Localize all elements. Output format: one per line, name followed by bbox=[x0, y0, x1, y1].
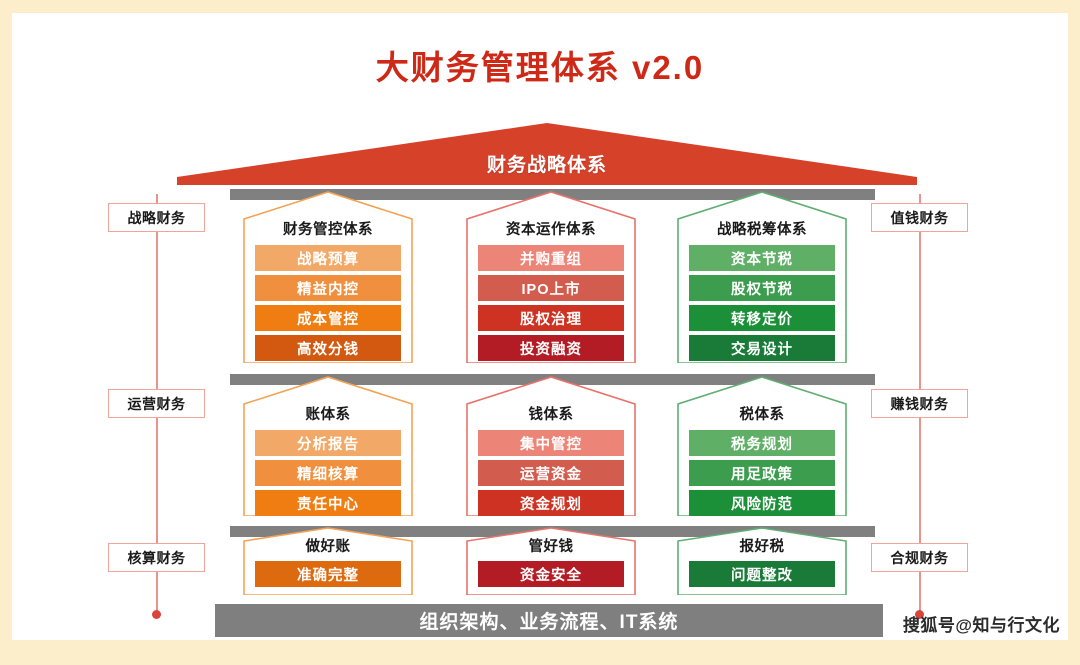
pillar-item[interactable]: 成本管控 bbox=[255, 305, 401, 331]
pillar-item[interactable]: 运营资金 bbox=[478, 460, 624, 486]
pillar-item[interactable]: 高效分钱 bbox=[255, 335, 401, 361]
sidebox-left-0[interactable]: 战略财务 bbox=[108, 203, 205, 232]
pillar-items: 并购重组 IPO上市 股权治理 投资融资 bbox=[478, 245, 624, 361]
pillar-item[interactable]: 并购重组 bbox=[478, 245, 624, 271]
roof-triangle-icon bbox=[177, 123, 917, 185]
left-connector-dot bbox=[152, 610, 161, 619]
pillar-title: 管好钱 bbox=[528, 539, 574, 555]
pillar-item[interactable]: 准确完整 bbox=[255, 561, 401, 587]
pillar-title: 报好税 bbox=[739, 539, 785, 555]
pillar-items: 准确完整 bbox=[255, 561, 401, 587]
pillar-title: 账体系 bbox=[305, 407, 351, 423]
sidebox-label: 赚钱财务 bbox=[890, 395, 949, 412]
sidebox-label: 战略财务 bbox=[127, 209, 186, 226]
pillar-title: 税体系 bbox=[739, 407, 785, 423]
pillar-title: 资本运作体系 bbox=[506, 222, 596, 238]
pillar-item[interactable]: 转移定价 bbox=[689, 305, 835, 331]
pillar-items: 问题整改 bbox=[689, 561, 835, 587]
pillar-items: 资本节税 股权节税 转移定价 交易设计 bbox=[689, 245, 835, 361]
pillar-item[interactable]: 资金安全 bbox=[478, 561, 624, 587]
pillar-2-0[interactable]: 做好账 准确完整 bbox=[243, 527, 413, 595]
sidebox-label: 核算财务 bbox=[127, 549, 186, 566]
pillar-item[interactable]: 风险防范 bbox=[689, 490, 835, 516]
pillar-item[interactable]: 投资融资 bbox=[478, 335, 624, 361]
pillar-item[interactable]: 股权治理 bbox=[478, 305, 624, 331]
pillar-1-2[interactable]: 税体系 税务规划 用足政策 风险防范 bbox=[677, 376, 847, 516]
pillar-0-0[interactable]: 财务管控体系 战略预算 精益内控 成本管控 高效分钱 bbox=[243, 191, 413, 363]
sidebox-label: 运营财务 bbox=[127, 395, 186, 412]
pillar-item[interactable]: 责任中心 bbox=[255, 490, 401, 516]
sidebox-right-0[interactable]: 值钱财务 bbox=[871, 203, 968, 232]
pillar-1-0[interactable]: 账体系 分析报告 精细核算 责任中心 bbox=[243, 376, 413, 516]
right-connector-dot bbox=[915, 610, 924, 619]
sidebox-label: 合规财务 bbox=[890, 549, 949, 566]
sidebox-left-2[interactable]: 核算财务 bbox=[108, 543, 205, 572]
pillar-item[interactable]: 税务规划 bbox=[689, 430, 835, 456]
roof-shape: 财务战略体系 bbox=[177, 123, 917, 185]
pillar-title: 战略税筹体系 bbox=[717, 222, 807, 238]
pillar-item[interactable]: 精细核算 bbox=[255, 460, 401, 486]
pillar-item[interactable]: 资本节税 bbox=[689, 245, 835, 271]
sidebox-right-1[interactable]: 赚钱财务 bbox=[871, 389, 968, 418]
pillar-items: 资金安全 bbox=[478, 561, 624, 587]
roof-label: 财务战略体系 bbox=[486, 155, 607, 176]
pillar-title: 做好账 bbox=[305, 539, 351, 555]
pillar-2-2[interactable]: 报好税 问题整改 bbox=[677, 527, 847, 595]
pillar-1-1[interactable]: 钱体系 集中管控 运营资金 资金规划 bbox=[466, 376, 636, 516]
pillar-title: 钱体系 bbox=[528, 407, 574, 423]
pillar-item[interactable]: 战略预算 bbox=[255, 245, 401, 271]
foundation-label: 组织架构、业务流程、IT系统 bbox=[419, 612, 679, 633]
pillar-item[interactable]: 集中管控 bbox=[478, 430, 624, 456]
pillar-2-1[interactable]: 管好钱 资金安全 bbox=[466, 527, 636, 595]
sidebox-right-2[interactable]: 合规财务 bbox=[871, 543, 968, 572]
pillar-title: 财务管控体系 bbox=[283, 222, 373, 238]
pillar-item[interactable]: 精益内控 bbox=[255, 275, 401, 301]
page-title: 大财务管理体系 v2.0 bbox=[375, 49, 705, 86]
foundation-bar: 组织架构、业务流程、IT系统 bbox=[215, 604, 883, 637]
pillar-items: 分析报告 精细核算 责任中心 bbox=[255, 430, 401, 516]
pillar-item[interactable]: 股权节税 bbox=[689, 275, 835, 301]
pillar-items: 集中管控 运营资金 资金规划 bbox=[478, 430, 624, 516]
pillar-item[interactable]: IPO上市 bbox=[478, 275, 624, 301]
pillar-item[interactable]: 分析报告 bbox=[255, 430, 401, 456]
pillar-item[interactable]: 用足政策 bbox=[689, 460, 835, 486]
sidebox-label: 值钱财务 bbox=[890, 209, 949, 226]
pillar-items: 战略预算 精益内控 成本管控 高效分钱 bbox=[255, 245, 401, 361]
sidebox-left-1[interactable]: 运营财务 bbox=[108, 389, 205, 418]
pillar-item[interactable]: 资金规划 bbox=[478, 490, 624, 516]
pillar-0-2[interactable]: 战略税筹体系 资本节税 股权节税 转移定价 交易设计 bbox=[677, 191, 847, 363]
pillar-items: 税务规划 用足政策 风险防范 bbox=[689, 430, 835, 516]
pillar-item[interactable]: 问题整改 bbox=[689, 561, 835, 587]
diagram-inner: 大财务管理体系 v2.0 财务战略体系 财务管控体系 战略预算 精益内控 成本管… bbox=[12, 13, 1068, 640]
pillar-item[interactable]: 交易设计 bbox=[689, 335, 835, 361]
pillar-0-1[interactable]: 资本运作体系 并购重组 IPO上市 股权治理 投资融资 bbox=[466, 191, 636, 363]
watermark: 搜狐号@知与行文化 bbox=[902, 616, 1060, 635]
